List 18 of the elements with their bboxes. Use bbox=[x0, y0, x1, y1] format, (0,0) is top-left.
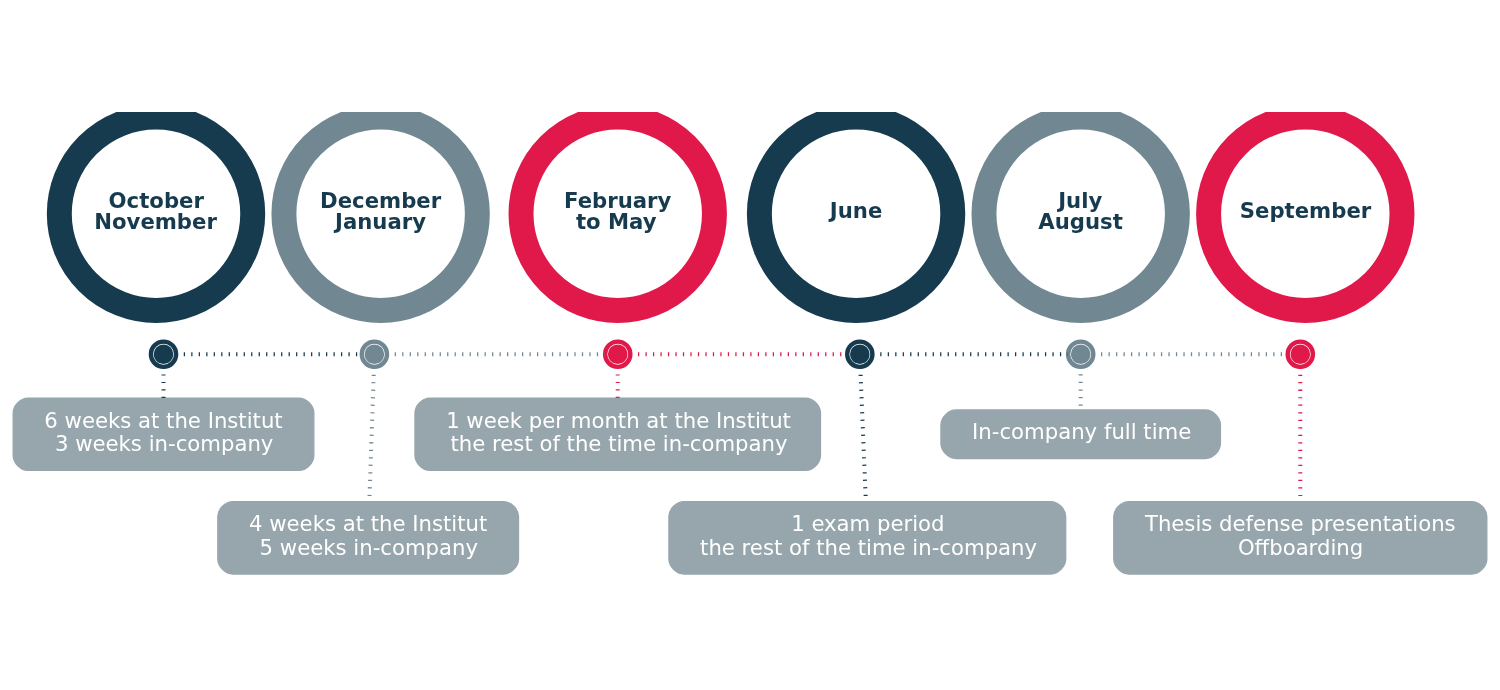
node-circle: February to May bbox=[508, 111, 727, 323]
node-circle: October November bbox=[46, 111, 266, 323]
node-circle: September bbox=[1196, 111, 1415, 323]
node-circle bbox=[1065, 338, 1096, 369]
node-box: 6 weeks at the Institut 3 weeks in-company bbox=[12, 396, 315, 471]
node-box: 1 week per month at the Institut the rest of the time in-company bbox=[414, 396, 822, 471]
node-box: Thesis defense presentations Offboarding bbox=[1113, 500, 1488, 575]
node-circle: December January bbox=[271, 111, 490, 323]
node-circle bbox=[148, 338, 179, 369]
node-circle bbox=[602, 338, 633, 369]
node-circle bbox=[845, 338, 875, 369]
node-circle bbox=[1285, 338, 1316, 369]
node-circle: June bbox=[746, 111, 966, 323]
node-box: 1 exam period the rest of the time in-company bbox=[668, 500, 1067, 575]
node-circle bbox=[359, 338, 390, 369]
node-box: In-company full time bbox=[940, 408, 1222, 459]
node-box: 4 weeks at the Institut 5 weeks in-company bbox=[217, 500, 520, 575]
node-circle: July August bbox=[971, 111, 1190, 323]
